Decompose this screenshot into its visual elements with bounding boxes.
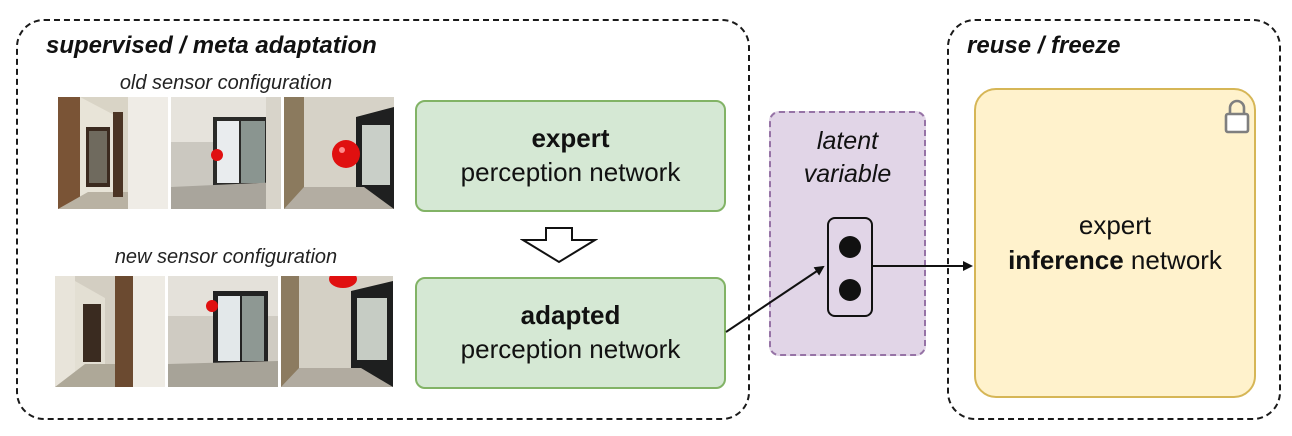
inference-bold: inference	[1008, 245, 1124, 275]
new-view-window	[168, 276, 278, 387]
adapted-perception-network-box: adapted perception network	[415, 277, 726, 389]
latent-variable-box: latent variable	[769, 111, 926, 356]
new-view-room-red-ball	[281, 276, 393, 387]
old-sensor-images	[58, 97, 394, 209]
adapted-perception-label: perception network	[460, 334, 681, 364]
inference-network-text: network	[1123, 245, 1222, 275]
adaptation-panel	[16, 19, 750, 420]
new-sensor-caption: new sensor configuration	[114, 246, 338, 268]
new-sensor-images	[55, 276, 393, 387]
latent-label-line2: variable	[803, 159, 892, 188]
latent-vector	[827, 217, 873, 317]
adaptation-panel-title: supervised / meta adaptation	[46, 32, 377, 59]
inference-line2: inference network	[1008, 243, 1222, 278]
new-view-hallway	[55, 276, 165, 387]
expert-label: expert	[531, 123, 610, 154]
reuse-freeze-panel	[947, 19, 1281, 420]
expert-perception-label: perception network	[460, 157, 681, 187]
latent-label-line1: latent	[816, 127, 879, 155]
latent-variable-label: latent variable	[771, 125, 924, 190]
old-view-room-red-ball	[284, 97, 394, 209]
latent-dot-2	[839, 279, 861, 301]
latent-dot-1	[839, 236, 861, 258]
expert-inference-network-box: expert inference network	[974, 88, 1256, 398]
lock-icon	[1224, 99, 1250, 134]
hollow-down-arrow-icon	[520, 227, 598, 264]
old-sensor-caption: old sensor configuration	[119, 72, 333, 94]
reuse-freeze-panel-title: reuse / freeze	[967, 32, 1121, 59]
old-view-hallway	[58, 97, 168, 209]
adapted-label: adapted	[520, 300, 621, 331]
old-view-window	[171, 97, 281, 209]
expert-perception-network-box: expert perception network	[415, 100, 726, 212]
inference-line1: expert	[1078, 209, 1152, 240]
